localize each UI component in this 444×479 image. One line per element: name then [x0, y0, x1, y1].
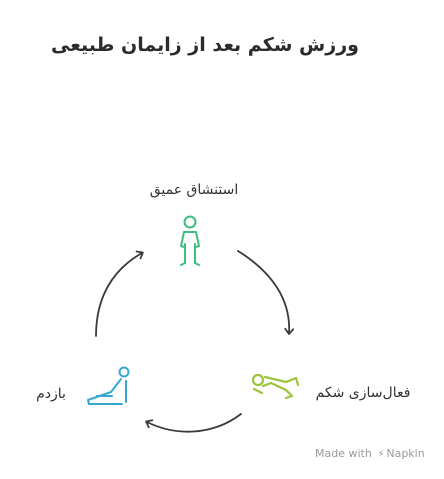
standing-person-icon — [180, 215, 200, 266]
napkin-watermark: Made with ⚡Napkin — [315, 447, 425, 460]
diagram-title: ورزش شکم بعد از زایمان طبیعی — [51, 34, 359, 56]
napkin-logo-icon: ⚡ — [377, 449, 385, 460]
arrow-right-to-left — [145, 413, 242, 433]
lying-person-icon — [251, 373, 300, 400]
step-label-inhale: استنشاق عمیق — [149, 182, 239, 198]
step-label-activate-abdomen: فعال‌سازی شکم — [315, 385, 411, 401]
watermark-brand: Napkin — [386, 447, 425, 460]
arrow-left-to-top — [95, 250, 144, 337]
step-label-exhale: بازدم — [36, 386, 66, 402]
arrow-top-to-right — [237, 250, 295, 335]
watermark-made-with: Made with — [315, 447, 372, 460]
stretching-person-icon — [87, 366, 130, 405]
